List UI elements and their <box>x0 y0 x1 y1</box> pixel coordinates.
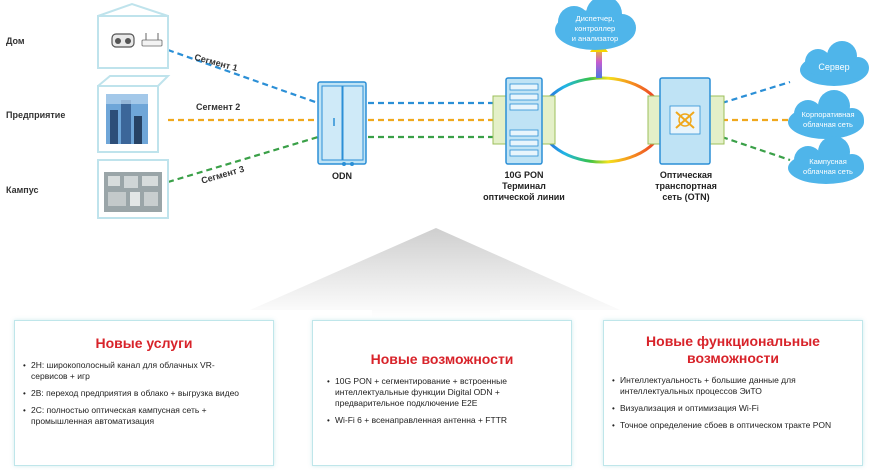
olt-label-line: 10G PON <box>504 170 544 180</box>
otn-label-line: сеть (OTN) <box>662 192 710 202</box>
list-item: 2H: широкополосный канал для облачных VR… <box>23 360 249 382</box>
enterprise-image <box>97 75 171 153</box>
optical-ring <box>538 76 666 164</box>
home-image <box>97 2 169 69</box>
server-cloud <box>800 41 869 86</box>
panel-title-line: возможности <box>687 350 779 366</box>
controller-cloud-text: Диспетчер, контроллер и анализатор <box>558 14 632 44</box>
olt-device <box>492 77 556 165</box>
list-item: Wi-Fi 6 + всенаправленная антенна + FTTR <box>327 415 557 426</box>
panel-list: 2H: широкополосный канал для облачных VR… <box>23 360 273 427</box>
list-item: Интеллектуальность + большие данные для … <box>612 375 838 397</box>
list-item: Визуализация и оптимизация Wi-Fi <box>612 403 838 414</box>
panel-title: Новые услуги <box>95 335 193 351</box>
corporate-cloud-text: Корпоративная облачная сеть <box>790 110 866 130</box>
olt-label-line: Терминал <box>502 181 546 191</box>
controller-cloud-line: контроллер <box>574 24 616 33</box>
panel-title: Новые возможности <box>370 351 514 367</box>
list-item: 2C: полностью оптическая кампусная сеть … <box>23 405 257 427</box>
otn-label: Оптическая транспортная сеть (OTN) <box>632 170 740 203</box>
panel-title-line: Новые функциональные <box>646 333 820 349</box>
segment-2-label: Сегмент 2 <box>196 102 241 112</box>
odn-label: ODN <box>332 171 352 181</box>
list-item: 10G PON + сегментирование + встроенные и… <box>327 376 557 409</box>
site-label-home: Дом <box>6 36 25 46</box>
panel-new-functional-capabilities: Новые функциональные возможности Интелле… <box>603 320 863 466</box>
corporate-cloud-line: облачная сеть <box>803 120 853 129</box>
site-label-campus: Кампус <box>6 185 39 195</box>
olt-label-line: оптической линии <box>483 192 565 202</box>
list-item: Точное определение сбоев в оптическом тр… <box>612 420 838 431</box>
network-diagram <box>97 0 869 318</box>
olt-label: 10G PON Терминал оптической линии <box>470 170 578 203</box>
controller-cloud-line: и анализатор <box>571 34 619 43</box>
site-label-enterprise: Предприятие <box>6 110 66 120</box>
controller-cloud <box>555 0 636 50</box>
panel-list: 10G PON + сегментирование + встроенные и… <box>327 376 571 426</box>
campus-cloud-text: Кампусная облачная сеть <box>790 157 866 177</box>
odn-cabinet <box>317 81 367 166</box>
server-cloud-text: Сервер <box>818 62 850 72</box>
otn-device <box>647 77 725 165</box>
controller-cloud-line: Диспетчер, <box>575 14 615 23</box>
panel-new-capabilities: Новые возможности 10G PON + сегментирова… <box>312 320 572 466</box>
campus-image <box>97 159 169 219</box>
segment-3-line <box>167 135 319 184</box>
panel-title: Новые функциональные возможности <box>604 333 862 367</box>
corporate-cloud <box>788 90 864 139</box>
otn-label-line: Оптическая <box>659 170 713 180</box>
segment-1-line <box>167 48 319 105</box>
campus-cloud-line: Кампусная <box>809 157 847 166</box>
panel-new-services: Новые услуги 2H: широкополосный канал дл… <box>14 320 274 466</box>
panel-list: Интеллектуальность + большие данные для … <box>612 375 862 431</box>
corporate-cloud-line: Корпоративная <box>801 110 855 119</box>
list-item: 2B: переход предприятия в облако + выгру… <box>23 388 249 399</box>
otn-label-line: транспортная <box>655 181 717 191</box>
upward-arrow-graphic <box>250 228 620 318</box>
campus-cloud <box>788 136 864 184</box>
campus-cloud-line: облачная сеть <box>803 167 853 176</box>
